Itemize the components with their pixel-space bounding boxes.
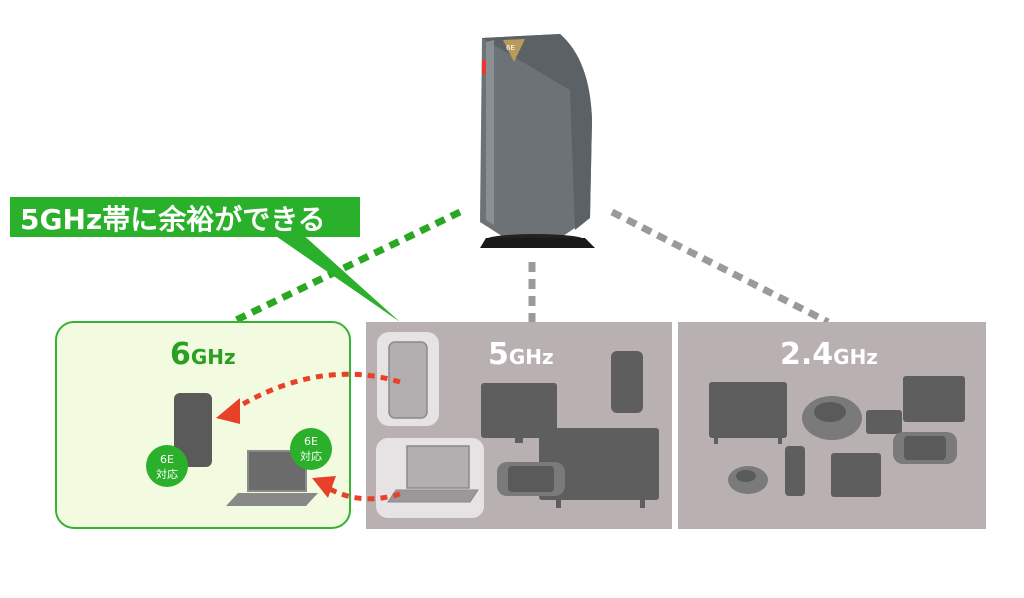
arrow-head-phone-icon xyxy=(216,398,240,424)
tablet-24ghz xyxy=(866,410,902,434)
tv-24ghz xyxy=(709,382,787,438)
monitor-24ghz xyxy=(903,376,965,422)
link-6ghz xyxy=(230,208,462,326)
badge-6e-laptop: 6E 対応 xyxy=(290,428,332,470)
svg-text:6E: 6E xyxy=(304,435,318,448)
svg-text:対応: 対応 xyxy=(300,449,322,463)
tablet-large-24ghz xyxy=(831,453,881,497)
band-label-24ghz: 2.4GHz xyxy=(780,337,878,372)
small-robot-24ghz xyxy=(728,466,768,494)
arrow-laptop-move xyxy=(326,485,401,502)
arrow-phone-move xyxy=(234,371,401,411)
tv-5ghz xyxy=(539,428,659,500)
callout-text: 5GHz帯に余裕ができる xyxy=(20,203,326,236)
router-badge: 6E xyxy=(506,44,515,52)
phone-6ghz xyxy=(174,393,212,467)
badge-6e-phone: 6E 対応 xyxy=(146,445,188,487)
svg-text:対応: 対応 xyxy=(156,467,178,481)
wifi-router: 6E xyxy=(480,34,595,248)
monitor-5ghz xyxy=(481,383,557,438)
phone-24ghz xyxy=(785,446,805,496)
phone-5ghz xyxy=(611,351,643,413)
svg-text:6E: 6E xyxy=(160,453,174,466)
phone-5ghz-moving xyxy=(388,341,428,419)
arrow-head-laptop-icon xyxy=(312,476,336,498)
callout-box xyxy=(10,197,360,237)
band-label-5ghz: 5GHz xyxy=(488,337,554,372)
link-24ghz xyxy=(610,208,830,326)
callout-pointer xyxy=(270,232,400,322)
laptop-6ghz xyxy=(226,450,318,506)
band-label-6ghz: 6GHz xyxy=(170,337,236,372)
laptop-5ghz-moving xyxy=(387,445,479,503)
robot-vacuum-24ghz xyxy=(802,396,862,440)
router-6e-badge-icon xyxy=(503,39,525,62)
